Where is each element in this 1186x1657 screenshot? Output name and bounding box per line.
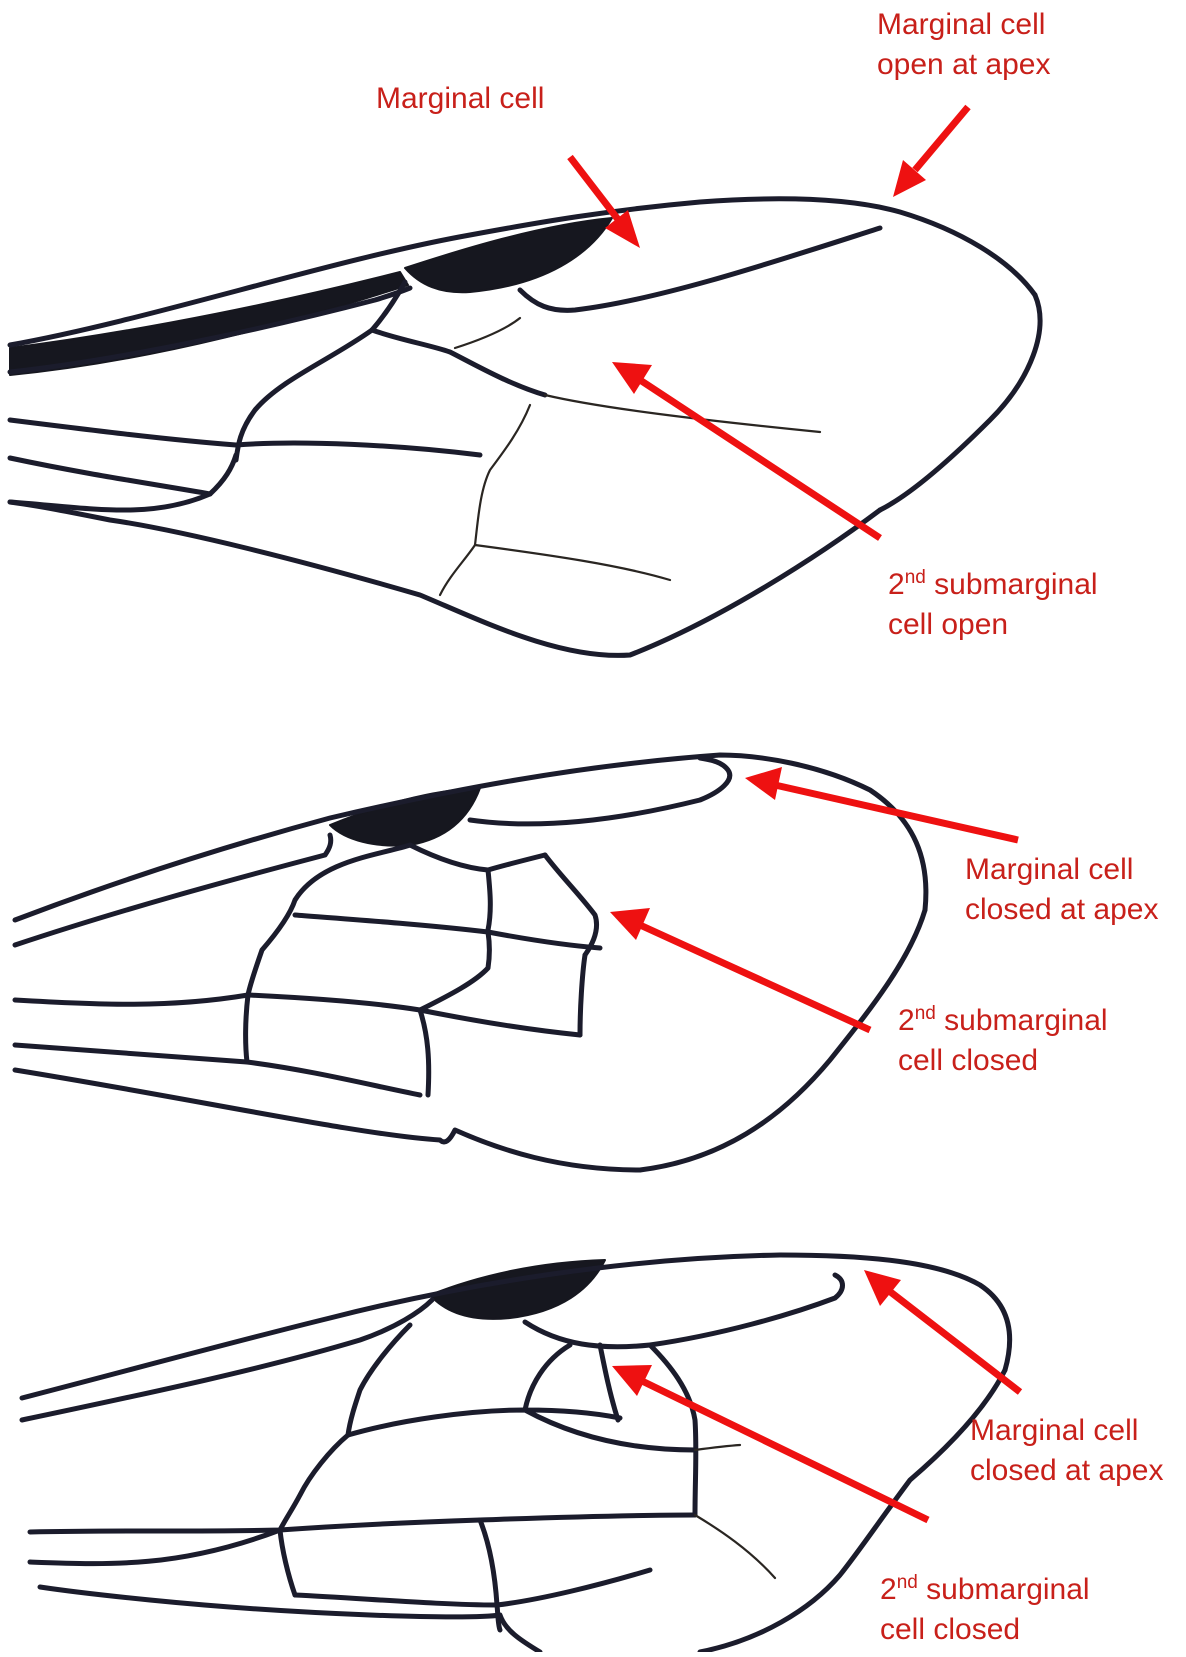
wing-3-cross-row-1	[348, 1410, 695, 1450]
wing-2-leading-edge	[15, 755, 926, 920]
wing-1-thin-vein-b	[545, 395, 820, 432]
wing-3-apex-line-2: closed at apex	[970, 1451, 1163, 1491]
wing-3-apex-label: Marginal cell closed at apex	[970, 1411, 1163, 1491]
wing-3-submarginal-3	[600, 1345, 618, 1420]
wing-3-cubitus	[30, 1530, 295, 1595]
wing-3-media	[30, 1520, 480, 1532]
wing-1-cubitus	[10, 455, 236, 494]
wing-2-vertical-3	[420, 1010, 429, 1095]
wing-2-submarginal-label: 2nd submarginal cell closed	[898, 1001, 1108, 1081]
wing-2-submarginal-suffix: nd	[915, 1003, 936, 1024]
wing-1-submarginal-ordinal: 2	[888, 568, 905, 601]
wing-1-cross-2	[372, 330, 545, 395]
wing-1-submarginal-arrow	[612, 362, 880, 538]
wing-1-apex-line-2: open at apex	[877, 45, 1050, 85]
wing-3-radius	[22, 1300, 432, 1420]
wing-2-submarginal-ordinal: 2	[898, 1004, 915, 1037]
wing-2-vertical-4	[580, 955, 585, 1035]
wing-3-submarginal-label: 2nd submarginal cell closed	[880, 1570, 1090, 1650]
wing-1-marginal-cell-text: Marginal cell	[376, 82, 544, 115]
wing-2-cross-row-2	[248, 932, 490, 1010]
wing-3-submarginal-arrow	[612, 1365, 928, 1520]
wing-1-apex-line-1: Marginal cell	[877, 5, 1050, 45]
wing-2-apex-line-1: Marginal cell	[965, 850, 1158, 890]
wing-1-apex-arrow	[893, 107, 968, 197]
wing-1-hind-margin	[10, 502, 880, 655]
wing-3-submarginal-line-2: cell closed	[880, 1610, 1090, 1650]
wing-3-drawing	[22, 1255, 1010, 1652]
wing-1-thin-vein-c	[475, 405, 530, 545]
wing-3-submarginal-4	[650, 1345, 696, 1515]
wing-3-submarginal-ordinal: 2	[880, 1573, 897, 1606]
wing-2-drawing	[15, 755, 926, 1170]
wing-2-cross-row-1	[295, 915, 600, 948]
wing-3-apex-line-1: Marginal cell	[970, 1411, 1163, 1451]
wing-2-submarginal-arrow	[610, 908, 870, 1030]
wing-2-apex-outline	[640, 910, 925, 1170]
wing-2-cubitus	[15, 1045, 420, 1095]
wing-3-mid-cell	[280, 1435, 348, 1530]
wing-2-submarginal-rest: submarginal	[936, 1004, 1108, 1037]
wing-3-vertical-3	[480, 1520, 500, 1630]
wing-1-apex-outline	[880, 295, 1040, 510]
wing-1-marginal-cell-label: Marginal cell	[376, 79, 544, 119]
wing-1-cross-1	[236, 330, 372, 460]
wing-2-hind-margin	[15, 1070, 640, 1170]
wing-2-submarginal-line-1: 2nd submarginal	[898, 1001, 1108, 1041]
wing-3-anal	[295, 1570, 650, 1605]
wing-3-thin-vein-b	[695, 1445, 740, 1450]
wing-3-apex-arrow	[864, 1270, 1020, 1392]
wing-1-submarginal-label: 2nd submarginal cell open	[888, 565, 1098, 645]
wing-2-radius	[15, 835, 331, 945]
wing-1-costal-wedge	[10, 272, 408, 375]
wing-1-submarginal-suffix: nd	[905, 567, 926, 588]
wing-1-submarginal-rest: submarginal	[926, 568, 1098, 601]
wing-3-submarginal-rest: submarginal	[918, 1573, 1090, 1606]
wing-3-thin-vein-a	[695, 1515, 775, 1578]
wing-2-submarginal-line-2: cell closed	[898, 1041, 1108, 1081]
wing-1-thin-vein-e	[440, 545, 475, 595]
wing-1-submarginal-line-2: cell open	[888, 605, 1098, 645]
wing-2-submarginal-3	[545, 855, 597, 955]
wing-1-submarginal-line-1: 2nd submarginal	[888, 565, 1098, 605]
wing-2-apex-label: Marginal cell closed at apex	[965, 850, 1158, 930]
wing-1-thin-vein-d	[475, 545, 670, 580]
wing-2-apex-line-2: closed at apex	[965, 890, 1158, 930]
wing-3-submarginal-line-1: 2nd submarginal	[880, 1570, 1090, 1610]
wing-2-stigma	[330, 788, 480, 846]
wing-3-submarginal-suffix: nd	[897, 1572, 918, 1593]
wing-3-hind-margin	[40, 1587, 540, 1652]
wing-2-stigma-base	[410, 845, 488, 870]
wing-2-submarginal-2	[488, 870, 490, 930]
wing-1-thin-vein-a	[455, 318, 520, 348]
wing-1-drawing	[10, 199, 1040, 656]
wing-3-cross-row-2	[480, 1515, 695, 1520]
wing-1-apex-label: Marginal cell open at apex	[877, 5, 1050, 85]
wing-2-apex-arrow	[745, 767, 1018, 840]
